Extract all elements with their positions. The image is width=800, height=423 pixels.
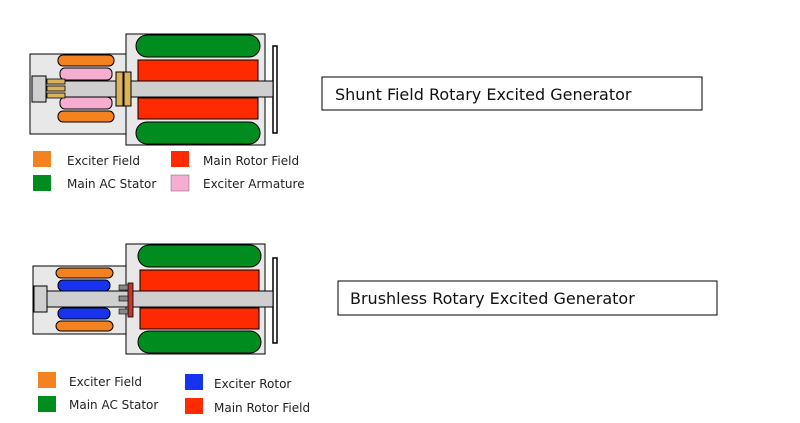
legend-swatch-main-ac-stator [33,175,51,191]
exciter-armature-bottom [59,96,113,110]
legend-label-main-rotor-field: Main Rotor Field [203,154,299,168]
end-plate [272,45,278,134]
slip-ring [115,71,124,107]
main-rotor-field-bottom [139,307,260,330]
legend-swatch-exciter-field [33,151,51,167]
main-rotor-field-top [139,269,260,292]
rectifier-diode [118,284,129,291]
legend-label-exciter-rotor: Exciter Rotor [214,377,291,391]
legend-swatch-exciter-rotor [185,374,203,390]
main-ac-stator-top [135,34,261,58]
rectifier-plate [127,282,134,318]
legend-swatch-main-ac-stator [38,396,56,412]
rectifier-diode [118,308,129,315]
legend-label-exciter-field: Exciter Field [69,375,142,389]
slip-ring [123,71,132,107]
main-rotor-field-top [137,59,259,82]
exciter-field-bottom [57,110,115,123]
legend-label-main-rotor-field: Main Rotor Field [214,401,310,415]
brush [46,92,66,99]
legend-swatch-main-rotor-field [185,398,203,414]
shunt-legend: Exciter Field Main Rotor Field Main AC S… [33,151,305,192]
shaft [39,290,274,308]
legend-label-exciter-armature: Exciter Armature [203,177,305,191]
shunt-generator-diagram [29,33,278,146]
shaft-end [31,75,47,103]
legend-swatch-exciter-armature [170,174,190,192]
legend-label-main-ac-stator: Main AC Stator [69,398,158,412]
exciter-field-top [55,267,114,279]
shaft [39,80,274,98]
exciter-rotor-top [57,279,111,292]
brushless-title: Brushless Rotary Excited Generator [350,289,635,308]
brush [46,78,66,85]
legend-label-main-ac-stator: Main AC Stator [67,177,156,191]
main-rotor-field-bottom [137,97,259,120]
shunt-title-box [321,76,703,111]
brushless-legend: Exciter Field Exciter Rotor Main AC Stat… [38,372,310,415]
legend-label-exciter-field: Exciter Field [67,154,140,168]
exciter-rotor-bottom [57,307,111,320]
exciter-field-top [57,54,115,67]
exciter-armature-top [59,67,113,81]
end-plate [272,257,278,344]
main-ac-stator-bottom [137,330,262,354]
exciter-field-bottom [55,320,114,332]
legend-swatch-main-rotor-field [171,151,189,167]
shunt-title: Shunt Field Rotary Excited Generator [335,85,632,104]
shaft-end [33,285,48,313]
main-ac-stator-bottom [135,121,261,145]
rectifier-diode [118,295,129,302]
brush [46,85,66,92]
brushless-generator-diagram [32,243,278,355]
legend-swatch-exciter-field [38,372,56,388]
main-ac-stator-top [137,244,262,268]
brushless-title-box [337,280,718,316]
